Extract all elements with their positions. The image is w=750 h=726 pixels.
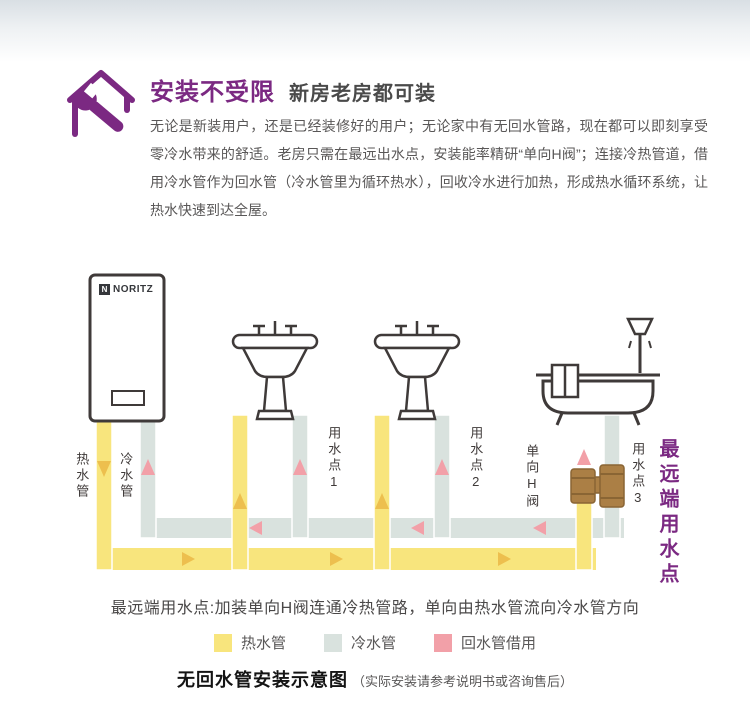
cold-pipe-label: 冷水管 [118,452,134,500]
footer-title: 无回水管安装示意图 [176,670,348,690]
legend: 热水管 冷水管 回水管借用 [0,632,750,653]
flow-arrows [97,449,591,566]
pipes [95,414,624,571]
legend-item-cold: 冷水管 [323,632,396,653]
brand-mark: N [99,284,110,295]
top-gradient [0,0,750,62]
footer-note: （实际安装请参考说明书或咨询售后） [351,674,573,689]
brand-name: NORITZ [113,284,154,295]
sink-icon-2 [373,319,461,421]
bathtub-icon [536,317,660,426]
wrench-icon [73,82,124,132]
legend-label-cold: 冷水管 [350,635,396,652]
house-wrench-icon [67,70,135,137]
footer: 无回水管安装示意图（实际安装请参考说明书或咨询售后） [0,666,750,692]
installation-diagram [88,273,660,571]
legend-item-return: 回水管借用 [434,632,536,653]
legend-swatch-return [434,633,452,652]
page-title: 安装不受限 [150,79,275,106]
diagram-caption: 最远端用水点:加装单向H阀连通冷热管路，单向由热水管流向冷水管方向 [110,600,640,617]
usage-point-1-label: 用水点1 [326,426,342,492]
legend-label-return: 回水管借用 [461,635,537,652]
brand-logo: N NORITZ [99,284,153,295]
intro-paragraph: 无论是新装用户，还是已经装修好的用户；无论家中有无回水管路，现在都可以即刻享受零… [150,118,708,218]
usage-point-2-label: 用水点2 [468,426,484,492]
legend-label-hot: 热水管 [240,635,286,652]
sink-icon-1 [231,319,319,421]
hero-heading: 安装不受限 新房老房都可装 [150,72,436,107]
valve-icon [570,464,625,508]
valve-label: 单向H阀 [524,444,540,510]
water-heater-icon [88,273,166,423]
legend-item-hot: 热水管 [213,632,286,653]
legend-swatch-cold [323,633,342,652]
page-subtitle: 新房老房都可装 [289,83,436,105]
farthest-point-label: 最远端用水点 [656,438,678,588]
hot-pipe-label: 热水管 [74,452,90,500]
usage-point-3-label: 用水点3 [630,442,646,508]
legend-swatch-hot [213,633,232,652]
